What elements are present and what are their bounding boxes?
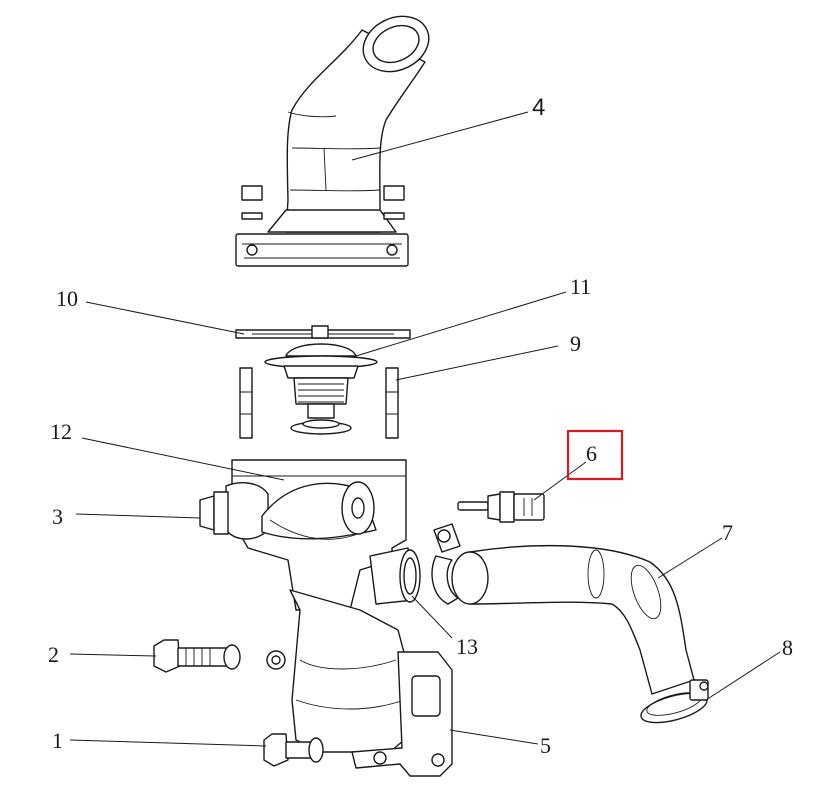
flange-bolt-left <box>241 185 263 220</box>
leader-7 <box>657 537 723 579</box>
callout-13: 13 <box>456 634 478 659</box>
flange-bolt-right <box>383 185 405 220</box>
part-13-outlet-spigot <box>369 547 421 605</box>
part-2-bolt <box>153 639 241 673</box>
leader-8 <box>705 651 781 701</box>
leader-9 <box>395 345 559 381</box>
part-8-hose-clamp <box>640 679 709 724</box>
part-1-bolt <box>263 733 324 767</box>
leader-6 <box>533 461 587 501</box>
leader-12 <box>81 437 285 481</box>
callout-11: 11 <box>570 274 591 299</box>
leader-4 <box>351 111 529 161</box>
leader-1 <box>69 739 267 747</box>
highlight-box-callout-6 <box>566 429 624 481</box>
leader-13 <box>411 595 453 639</box>
callout-2: 2 <box>48 642 59 667</box>
part-9-seal-strips <box>239 367 399 439</box>
callout-10: 10 <box>56 286 78 311</box>
callout-4: 4 <box>532 94 545 121</box>
leader-11 <box>355 291 567 357</box>
callout-8: 8 <box>782 635 793 660</box>
leader-2 <box>69 653 157 657</box>
part-5-mounting-flange <box>351 651 453 777</box>
callout-6: 6 <box>586 441 597 466</box>
callout-3: 3 <box>52 504 63 529</box>
callout-labels: 4 10 11 9 12 3 6 7 13 2 8 1 5 <box>48 94 793 758</box>
leader-3 <box>75 513 201 519</box>
leader-5 <box>449 729 539 745</box>
part-4-outlet-pipe <box>235 15 430 267</box>
callout-7: 7 <box>722 520 733 545</box>
part-7-coolant-hose <box>431 523 695 695</box>
part-12-housing-body <box>199 459 407 753</box>
part-11-thermostat <box>264 325 378 435</box>
callout-9: 9 <box>570 331 581 356</box>
part-6-temperature-sensor <box>457 491 545 523</box>
leader-10 <box>85 301 245 335</box>
callout-12: 12 <box>50 419 72 444</box>
callout-1: 1 <box>52 728 63 753</box>
callout-5: 5 <box>540 733 551 758</box>
leader-lines <box>69 111 781 747</box>
